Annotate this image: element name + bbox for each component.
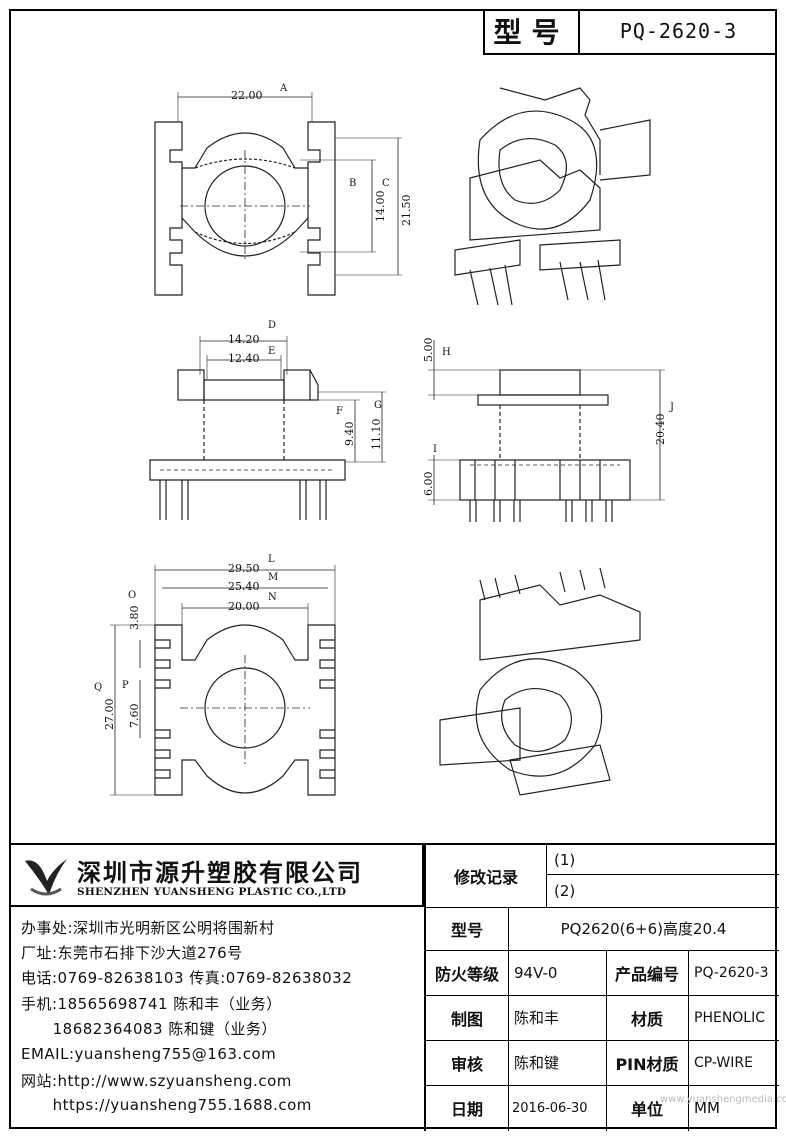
- contact-factory: 厂址:东莞市石排下沙大道276号: [21, 944, 243, 962]
- revision-label: 修改记录: [453, 868, 518, 887]
- dim-B-letter: B: [349, 178, 356, 189]
- pin-material-label: PIN材质: [615, 1054, 679, 1074]
- dim-O-letter: O: [128, 590, 136, 601]
- contact-email: EMAIL:yuansheng755@163.com: [21, 1045, 277, 1063]
- dim-G-value: 11.10: [370, 419, 383, 451]
- product-no-value: PQ-2620-3: [694, 964, 769, 981]
- dim-P-letter: P: [122, 680, 129, 691]
- title-block-bottom: 深圳市源升塑胶有限公司 SHENZHEN YUANSHENG PLASTIC C…: [9, 843, 779, 1131]
- dim-E-letter: E: [268, 346, 275, 357]
- drawing-frame: [9, 9, 777, 1129]
- model-value: PQ-2620-3: [619, 19, 738, 43]
- revision-2: (2): [554, 881, 576, 900]
- dim-N-value: 20.00: [228, 600, 260, 613]
- dim-D-letter: D: [268, 320, 276, 331]
- dim-H-value: 5.00: [422, 338, 435, 363]
- checked-by-label: 审核: [450, 1054, 483, 1074]
- dim-F-letter: F: [336, 406, 343, 417]
- company-logo-icon: [25, 859, 67, 896]
- dim-M-letter: M: [268, 572, 278, 583]
- dim-B-value: 14.00: [374, 191, 387, 223]
- dim-L-value: 29.50: [228, 562, 260, 575]
- contact-website-2: https://yuansheng755.1688.com: [21, 1096, 312, 1114]
- contact-website-1: 网站:http://www.szyuansheng.com: [21, 1072, 292, 1090]
- company-header: 深圳市源升塑胶有限公司 SHENZHEN YUANSHENG PLASTIC C…: [9, 845, 424, 907]
- isometric-view-top: [454, 87, 651, 306]
- bottom-view: [110, 565, 336, 796]
- dim-O-value: 3.80: [128, 606, 141, 631]
- dim-G-letter: G: [374, 400, 382, 411]
- dim-M-value: 25.40: [228, 580, 260, 593]
- dim-C-letter: C: [382, 178, 390, 189]
- dim-Q-value: 27.00: [103, 699, 116, 731]
- model-row-label: 型号: [450, 920, 483, 940]
- date-label: 日期: [450, 1100, 483, 1119]
- dim-I-letter: I: [433, 444, 437, 455]
- unit-value: MM: [694, 1099, 720, 1117]
- fire-rating-value: 94V-0: [514, 963, 558, 982]
- isometric-view-bottom: [439, 567, 641, 796]
- unit-label: 单位: [630, 1100, 663, 1119]
- contact-phone: 电话:0769-82638103 传真:0769-82638032: [21, 969, 353, 987]
- dim-Q-letter: Q: [94, 682, 102, 693]
- dim-N-letter: N: [268, 592, 277, 603]
- dim-L-letter: L: [268, 554, 275, 565]
- model-row-value: PQ2620(6+6)高度20.4: [560, 920, 727, 938]
- title-block: 型号 PQ-2620-3: [483, 9, 777, 55]
- dim-J-value: 20.40: [654, 414, 667, 446]
- product-no-label: 产品编号: [614, 964, 679, 984]
- revision-1: (1): [554, 850, 576, 869]
- dim-A-value: 22.00: [231, 89, 263, 102]
- company-cn-name: 深圳市源升塑胶有限公司: [77, 859, 363, 887]
- material-value: PHENOLIC: [694, 1009, 766, 1026]
- dim-A-letter: A: [279, 83, 288, 94]
- checked-by-value: 陈和键: [514, 1054, 560, 1072]
- material-label: 材质: [630, 1009, 663, 1029]
- dim-C-value: 21.50: [400, 195, 413, 227]
- contact-mobile-1: 手机:18565698741 陈和丰（业务）: [21, 995, 282, 1013]
- drawn-by-value: 陈和丰: [514, 1009, 560, 1027]
- dim-F-value: 9.40: [343, 422, 356, 447]
- fire-rating-label: 防火等级: [434, 964, 499, 984]
- model-label: 型号: [485, 9, 580, 53]
- watermark: www.yuanshengmedia.com: [660, 1094, 786, 1105]
- company-en-name: SHENZHEN YUANSHENG PLASTIC CO.,LTD: [77, 886, 347, 898]
- dim-I-value: 6.00: [422, 472, 435, 497]
- dim-P-value: 7.60: [128, 704, 141, 729]
- dim-H-letter: H: [442, 347, 451, 358]
- top-view: [154, 92, 402, 296]
- info-table: 修改记录 (1) (2) 型号 PQ2620(6+6)高度20.4 防火等级 9…: [424, 845, 779, 1131]
- dim-D-value: 14.20: [228, 333, 260, 346]
- dim-E-value: 12.40: [228, 352, 260, 365]
- date-value: 2016-06-30: [512, 1100, 588, 1116]
- contact-office: 办事处:深圳市光明新区公明将围新村: [21, 919, 275, 937]
- front-view: [149, 336, 386, 520]
- drawn-by-label: 制图: [450, 1009, 483, 1029]
- side-view: [428, 340, 665, 522]
- pin-material-value: CP-WIRE: [694, 1054, 753, 1071]
- contact-mobile-2: 18682364083 陈和键（业务）: [21, 1020, 277, 1038]
- technical-drawing: 22.00 A B 14.00 C 21.50 14.20 D 12.40 E …: [94, 83, 674, 796]
- dim-J-letter: J: [669, 402, 674, 413]
